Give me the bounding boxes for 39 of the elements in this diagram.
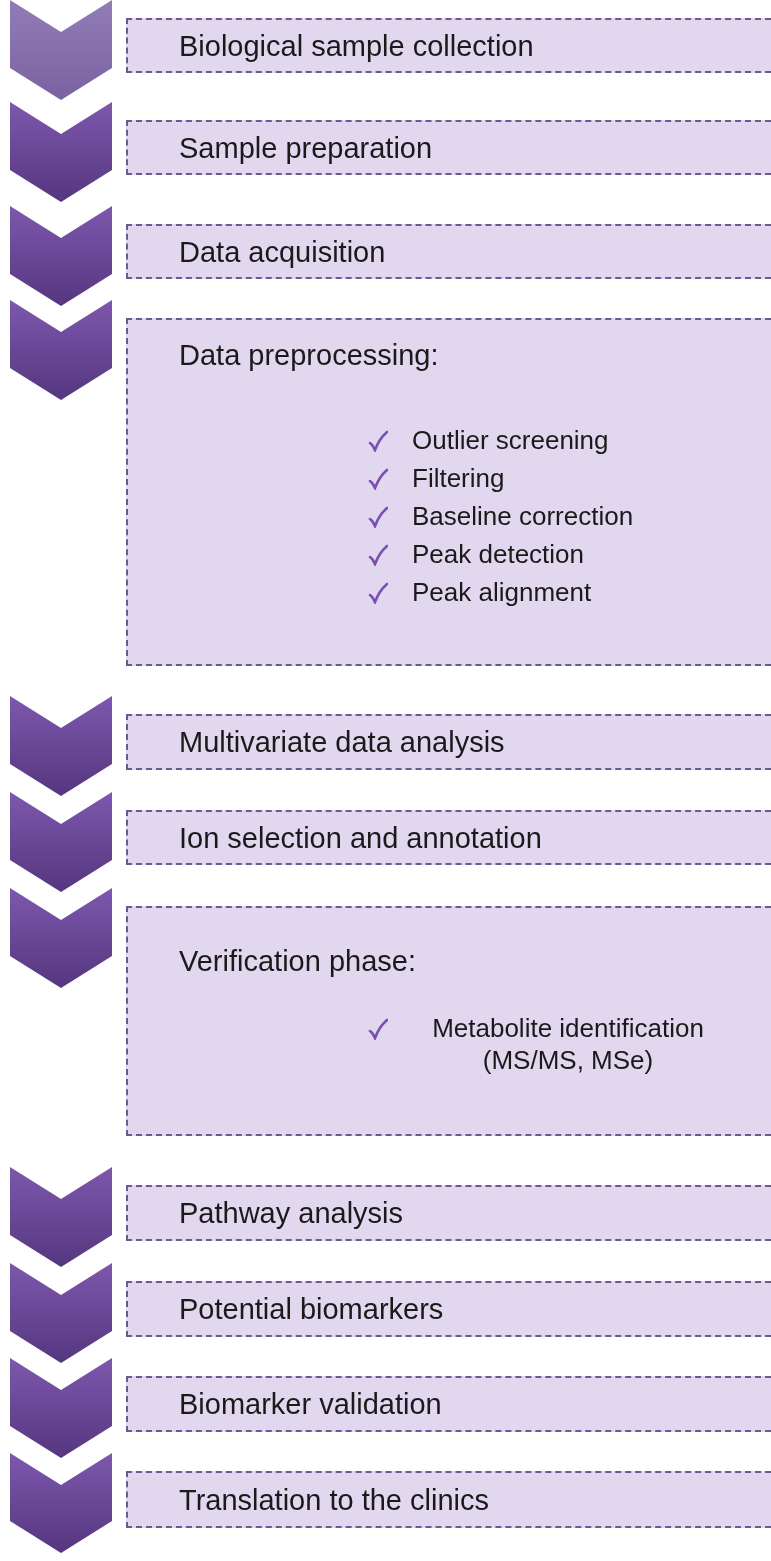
chevron-shape <box>10 1167 112 1267</box>
checklist-item: Peak detection <box>412 538 584 570</box>
step-box <box>126 1471 771 1528</box>
checklist-item: Baseline correction <box>412 500 634 532</box>
step-box <box>126 1376 771 1432</box>
step-box <box>126 1281 771 1337</box>
checklist-item: Filtering <box>412 462 505 494</box>
step-title: Translation to the clinics <box>179 1482 489 1517</box>
step-box <box>126 120 771 175</box>
checklist-item: Metabolite identification (MS/MS, MSe) <box>431 1012 705 1076</box>
step-box <box>126 18 771 73</box>
step-box <box>126 714 771 770</box>
step-title: Ion selection and annotation <box>179 820 542 855</box>
chevron-shape <box>10 300 112 400</box>
chevron-shape <box>10 888 112 988</box>
step-title: Multivariate data analysis <box>179 725 505 759</box>
step-box <box>126 224 771 279</box>
chevron-shape <box>10 1358 112 1458</box>
step-box <box>126 810 771 865</box>
chevron-shape <box>10 696 112 796</box>
step-box <box>126 906 771 1136</box>
step-title: Verification phase: <box>179 944 416 978</box>
step-title: Data acquisition <box>179 234 386 269</box>
step-title: Biomarker validation <box>179 1387 442 1421</box>
chevron-shape <box>10 1263 112 1363</box>
step-title: Sample preparation <box>179 130 433 165</box>
chevron-shape <box>10 102 112 202</box>
step-box <box>126 318 771 666</box>
chevron-shape <box>10 206 112 306</box>
step-title: Biological sample collection <box>179 28 534 63</box>
chevron-shape <box>10 1453 112 1553</box>
chevron-shape <box>10 792 112 892</box>
step-title: Pathway analysis <box>179 1196 404 1230</box>
checklist-item: Peak alignment <box>412 576 592 608</box>
step-title: Data preprocessing: <box>179 338 439 372</box>
checklist-item: Outlier screening <box>412 424 609 456</box>
step-title: Potential biomarkers <box>179 1292 444 1326</box>
step-box <box>126 1185 771 1241</box>
chevron-shape <box>10 0 112 100</box>
